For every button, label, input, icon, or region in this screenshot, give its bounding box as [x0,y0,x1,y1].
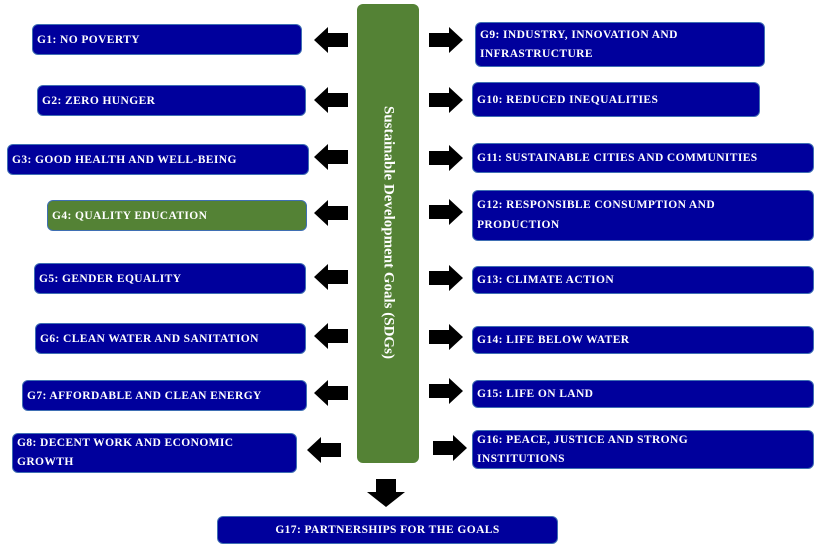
goal-g10: G10: REDUCED INEQUALITIES [472,82,760,117]
goal-g6: G6: CLEAN WATER AND SANITATION [35,323,306,354]
goal-g12: G12: RESPONSIBLE CONSUMPTION AND PRODUCT… [472,190,814,241]
arrow-left-icon [314,264,348,290]
goal-g5: G5: GENDER EQUALITY [34,263,306,294]
arrow-right-icon [429,324,463,350]
goal-g17: G17: PARTNERSHIPS FOR THE GOALS [217,516,558,544]
arrow-right-icon [429,87,463,113]
goal-g7: G7: AFFORDABLE AND CLEAN ENERGY [22,380,307,411]
arrow-left-icon [314,27,348,53]
goal-g16: G16: PEACE, JUSTICE AND STRONG INSTITUTI… [472,430,814,469]
sdg-title: Sustainable Development Goals (SDGs) [380,106,397,359]
goal-g4-highlighted: G4: QUALITY EDUCATION [47,200,307,231]
arrow-left-icon [314,87,348,113]
arrow-right-icon [429,378,463,404]
arrow-right-icon [433,435,467,461]
goal-g2: G2: ZERO HUNGER [37,85,306,116]
goal-g11: G11: SUSTAINABLE CITIES AND COMMUNITIES [472,143,814,173]
arrow-left-icon [314,380,348,406]
arrow-right-icon [429,199,463,225]
goal-g3: G3: GOOD HEALTH AND WELL-BEING [7,144,309,175]
goal-g8: G8: DECENT WORK AND ECONOMIC GROWTH [12,433,297,473]
arrow-left-icon [314,323,348,349]
arrow-right-icon [429,265,463,291]
arrow-left-icon [314,200,348,226]
arrow-down-icon [367,479,405,507]
arrow-right-icon [429,145,463,171]
goal-g9: G9: INDUSTRY, INNOVATION AND INFRASTRUCT… [475,22,765,67]
goal-g1: G1: NO POVERTY [32,24,302,55]
arrow-right-icon [429,27,463,53]
arrow-left-icon [314,144,348,170]
goal-g14: G14: LIFE BELOW WATER [472,326,814,354]
goal-g13: G13: CLIMATE ACTION [472,266,814,294]
arrow-left-icon [307,437,341,463]
goal-g15: G15: LIFE ON LAND [472,380,814,408]
sdg-center-bar: Sustainable Development Goals (SDGs) [357,4,419,463]
